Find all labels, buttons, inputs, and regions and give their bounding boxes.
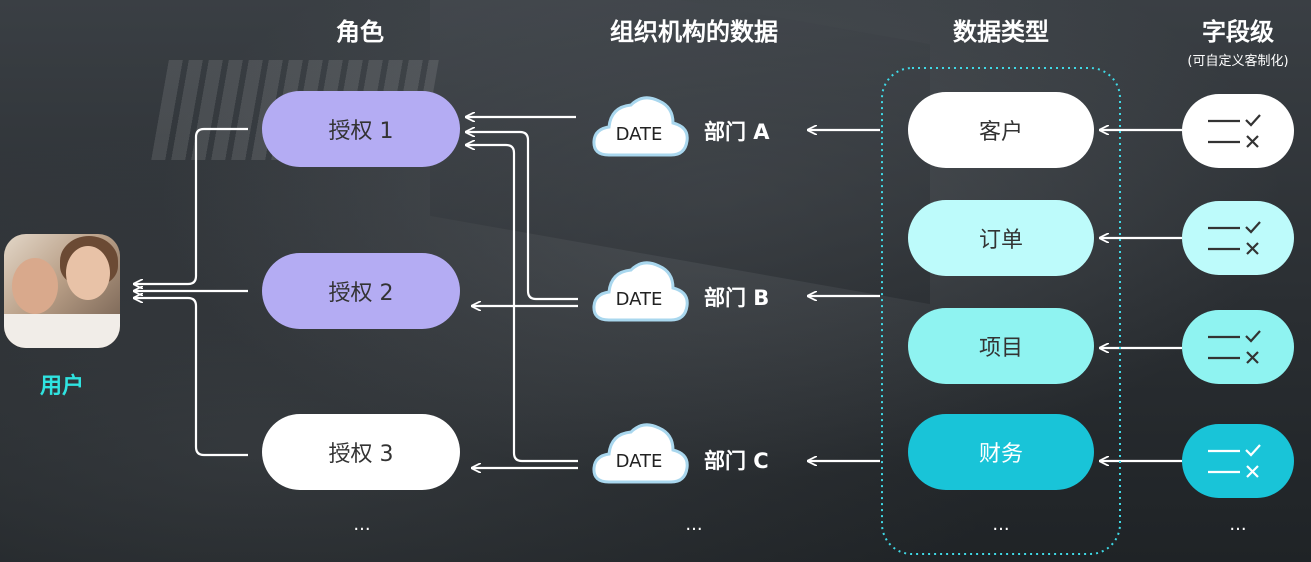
role-node-3: 授权 3 bbox=[262, 414, 460, 490]
role-label-3: 授权 3 bbox=[328, 442, 394, 467]
dept-cloud-a: DATE bbox=[591, 91, 693, 161]
role-label-2: 授权 2 bbox=[328, 281, 394, 306]
field-level-node-4 bbox=[1182, 424, 1294, 498]
roles-ellipsis: ... bbox=[353, 514, 371, 535]
data-type-label-order: 订单 bbox=[978, 228, 1023, 253]
role-label-1: 授权 1 bbox=[328, 119, 394, 144]
header-org-data: 组织机构的数据 bbox=[610, 18, 778, 46]
dept-label-a: 部门 A bbox=[704, 120, 770, 144]
dept-label-c: 部门 C bbox=[704, 449, 769, 473]
role-node-2: 授权 2 bbox=[262, 253, 460, 329]
dept-cloud-label-c: DATE bbox=[615, 451, 663, 472]
header-field-level: 字段级 bbox=[1202, 18, 1274, 46]
field-level-node-3 bbox=[1182, 310, 1294, 384]
data-type-label-project: 项目 bbox=[978, 336, 1023, 361]
header-role: 角色 bbox=[336, 18, 384, 46]
header-field-level-note: (可自定义客制化) bbox=[1187, 54, 1289, 69]
connector-deptc-role1 bbox=[466, 145, 578, 463]
cloud-icon bbox=[592, 96, 689, 157]
field-level-node-1 bbox=[1182, 94, 1294, 168]
data-type-node-project: 项目 bbox=[908, 308, 1094, 384]
data-type-node-finance: 财务 bbox=[908, 414, 1094, 490]
dept-cloud-b: DATE bbox=[591, 256, 693, 326]
cloud-icon bbox=[592, 261, 689, 322]
dept-cloud-label-a: DATE bbox=[615, 124, 663, 145]
role-node-1: 授权 1 bbox=[262, 91, 460, 167]
field-level-node-2 bbox=[1182, 201, 1294, 275]
check-cross-icon bbox=[1208, 444, 1261, 478]
data-type-group-border bbox=[881, 67, 1121, 555]
data-type-node-order: 订单 bbox=[908, 200, 1094, 276]
dept-label-b: 部门 B bbox=[704, 286, 770, 310]
data-type-label-customer: 客户 bbox=[978, 120, 1023, 145]
connector-role3-user bbox=[134, 298, 248, 457]
dept-cloud-c: DATE bbox=[591, 418, 693, 488]
dept-cloud-label-b: DATE bbox=[615, 289, 663, 310]
check-cross-icon bbox=[1208, 221, 1261, 255]
check-cross-icon bbox=[1208, 114, 1261, 148]
header-data-type: 数据类型 bbox=[953, 18, 1049, 46]
check-cross-icon bbox=[1208, 330, 1261, 364]
cloud-icon bbox=[592, 423, 689, 484]
departments-ellipsis: ... bbox=[685, 514, 703, 535]
user-label: 用户 bbox=[39, 374, 85, 399]
data-types-ellipsis: ... bbox=[992, 514, 1010, 535]
connector-deptb-role1 bbox=[466, 132, 578, 301]
connector-role1-user bbox=[134, 127, 248, 284]
user-avatar bbox=[4, 234, 120, 348]
data-type-node-customer: 客户 bbox=[908, 92, 1094, 168]
fields-ellipsis: ... bbox=[1229, 514, 1247, 535]
data-type-label-finance: 财务 bbox=[978, 442, 1023, 467]
